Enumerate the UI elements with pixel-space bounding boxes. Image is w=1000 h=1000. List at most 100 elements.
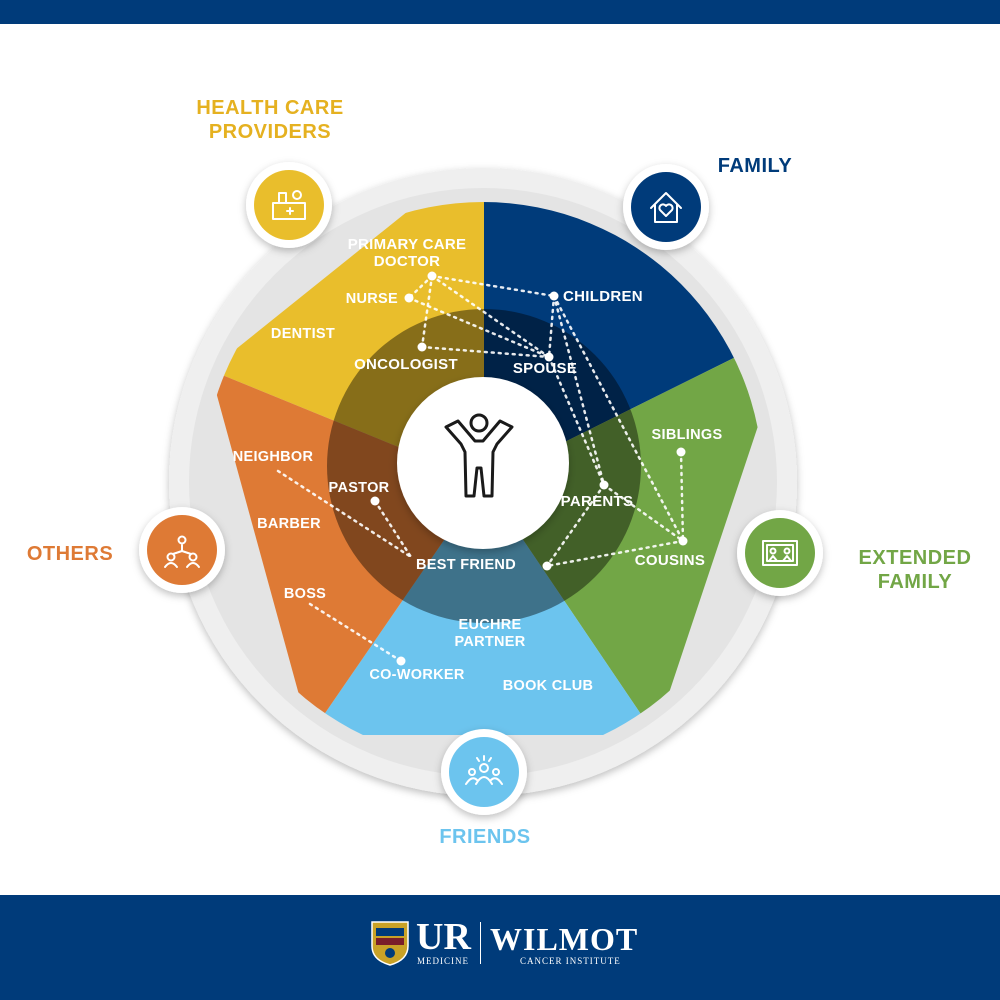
node-label: BOSS bbox=[284, 586, 326, 602]
node-oncologist: ONCOLOGIST bbox=[354, 342, 458, 373]
connection-cousins-best-friend bbox=[545, 539, 685, 568]
node-label: EUCHRE bbox=[458, 617, 521, 633]
connection-children-cousins bbox=[552, 294, 685, 543]
logo-wilmot: WILMOT bbox=[490, 921, 639, 957]
node-cousins: COUSINS bbox=[635, 536, 705, 569]
university-seal-icon bbox=[371, 921, 409, 966]
node-spouse: SPOUSE bbox=[513, 352, 577, 377]
connection-children-parents bbox=[552, 294, 606, 487]
badge-extended-family bbox=[737, 510, 823, 596]
category-label-line: FAMILY bbox=[877, 571, 953, 593]
node-label: PARENTS bbox=[561, 493, 634, 510]
node-label: SIBLINGS bbox=[652, 427, 723, 443]
category-label-line: OTHERS bbox=[26, 543, 114, 565]
logo-ur-sub: MEDICINE bbox=[417, 956, 469, 966]
category-label-health-care: HEALTH CARE PROVIDERS bbox=[170, 96, 370, 144]
node-label: COUSINS bbox=[635, 552, 705, 569]
category-label-line: HEALTH CARE bbox=[196, 97, 344, 119]
network-people-icon bbox=[164, 535, 200, 568]
node-dentist: DENTIST bbox=[271, 326, 335, 342]
node-children: CHILDREN bbox=[549, 288, 643, 305]
badge-family bbox=[623, 164, 709, 250]
group-people-icon bbox=[465, 755, 503, 785]
connection-siblings-cousins bbox=[679, 450, 685, 543]
node-label: SPOUSE bbox=[513, 360, 577, 377]
node-label: BARBER bbox=[257, 516, 321, 532]
family-photo-icon bbox=[762, 540, 798, 566]
node-dot bbox=[417, 342, 427, 352]
connection-oncologist-spouse bbox=[420, 345, 551, 359]
category-badges bbox=[139, 162, 823, 815]
connection-lines bbox=[276, 274, 685, 663]
node-label: PARTNER bbox=[454, 634, 525, 650]
node-label: NURSE bbox=[346, 291, 398, 307]
person-arms-raised-icon bbox=[444, 413, 514, 498]
node-book-club: BOOK CLUB bbox=[503, 678, 593, 694]
center-circle bbox=[397, 377, 569, 549]
house-heart-icon bbox=[650, 192, 682, 223]
node-pastor: PASTOR bbox=[329, 480, 390, 506]
logo-ur: UR bbox=[416, 916, 471, 958]
badge-friends bbox=[441, 729, 527, 815]
connection-parents-cousins bbox=[602, 483, 685, 543]
badge-health-care bbox=[246, 162, 332, 248]
node-best-friend: BEST FRIEND bbox=[416, 557, 552, 573]
segment-health-care bbox=[210, 202, 484, 482]
node-barber: BARBER bbox=[257, 516, 321, 532]
connection-primary-care-doctor-children bbox=[430, 274, 556, 298]
badge-others bbox=[139, 507, 225, 593]
category-label-line: EXTENDED bbox=[858, 547, 972, 569]
node-dot bbox=[427, 271, 437, 281]
category-label-friends: FRIENDS bbox=[420, 825, 550, 849]
node-dot bbox=[599, 480, 609, 490]
reception-desk-icon bbox=[272, 190, 306, 220]
connection-primary-care-doctor-oncologist bbox=[420, 274, 434, 349]
footer bbox=[0, 895, 1000, 1000]
connection-nurse-spouse bbox=[407, 296, 551, 359]
node-dot bbox=[676, 447, 686, 457]
node-dot bbox=[549, 291, 559, 301]
category-label-line: FRIENDS bbox=[439, 826, 531, 848]
node-co-worker: CO-WORKER bbox=[369, 656, 465, 683]
node-neighbor: NEIGHBOR bbox=[233, 449, 314, 465]
node-label: NEIGHBOR bbox=[233, 449, 314, 465]
node-dot bbox=[396, 656, 406, 666]
node-dot bbox=[404, 293, 414, 303]
node-dot bbox=[544, 352, 554, 362]
node-dot bbox=[370, 496, 380, 506]
connection-parents-best-friend bbox=[545, 483, 606, 568]
node-label: PRIMARY CARE bbox=[348, 236, 467, 253]
node-label: CO-WORKER bbox=[369, 667, 465, 683]
connection-primary-care-doctor-nurse bbox=[407, 274, 434, 300]
node-label: CHILDREN bbox=[563, 288, 643, 305]
node-siblings: SIBLINGS bbox=[652, 427, 723, 457]
logo-divider bbox=[480, 922, 481, 964]
category-label-line: PROVIDERS bbox=[208, 121, 332, 143]
connection-spouse-parents bbox=[547, 355, 606, 487]
node-label: PASTOR bbox=[329, 480, 390, 496]
segment-extended-family bbox=[484, 330, 763, 735]
segment-friends bbox=[310, 482, 655, 735]
connection-neighbor-best-friend bbox=[276, 469, 413, 559]
node-label: DOCTOR bbox=[374, 253, 441, 270]
node-parents: PARENTS bbox=[561, 480, 634, 510]
connection-children-spouse bbox=[547, 294, 556, 359]
node-dot bbox=[678, 536, 688, 546]
category-label-others: OTHERS bbox=[10, 542, 130, 566]
connection-pastor-best-friend bbox=[373, 499, 413, 559]
ur-medicine-wilmot-logo: UR MEDICINE WILMOT CANCER INSTITUTE bbox=[370, 918, 640, 968]
node-dot bbox=[542, 561, 552, 571]
node-boss: BOSS bbox=[284, 586, 326, 602]
category-label-family: FAMILY bbox=[700, 154, 810, 178]
top-bar bbox=[0, 0, 1000, 24]
logo-wilmot-sub: CANCER INSTITUTE bbox=[520, 956, 621, 966]
segment-family bbox=[484, 202, 763, 482]
category-label-extended-family: EXTENDED FAMILY bbox=[835, 546, 995, 594]
node-label: BEST FRIEND bbox=[416, 557, 516, 573]
category-label-line: FAMILY bbox=[717, 155, 793, 177]
connection-primary-care-doctor-spouse bbox=[430, 274, 551, 359]
